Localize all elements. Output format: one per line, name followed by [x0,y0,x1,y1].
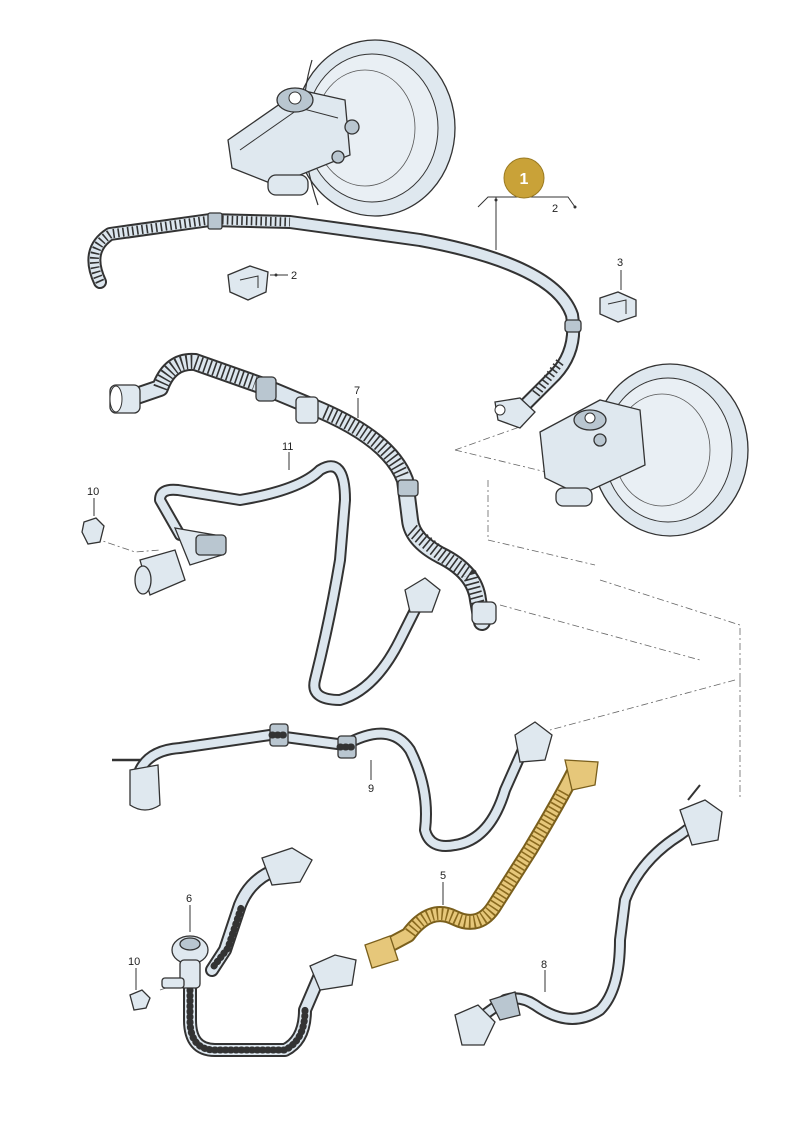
hose-clip-part-3 [599,270,637,323]
callout-part-10-top: 10 [87,486,99,498]
callout-part-10-bottom: 10 [128,956,140,968]
connector-part-10-bottom [129,968,151,1011]
connector-part-10-top [81,498,105,545]
hose-part-7 [109,352,497,631]
callout-part-8: 8 [541,959,547,971]
highlight-badge: 1 [503,157,545,199]
callout-part-5: 5 [440,870,446,882]
callout-part-3: 3 [617,257,623,269]
callout-clip-ref: 2 [291,270,297,282]
callout-part-6: 6 [186,893,192,905]
brake-booster-top [227,39,456,217]
callout-top-ref: 2 [552,203,558,215]
brake-booster-lower [539,363,749,537]
callout-part-7: 7 [354,385,360,397]
hose-part-8 [454,784,723,1046]
hose-part-11 [134,452,441,706]
hose-part-6 [161,847,357,1057]
callout-part-11: 11 [282,441,293,453]
hose-part-9 [112,721,553,852]
reference-marker [477,196,577,250]
highlight-badge-label: 1 [520,171,529,188]
hose-clip-part-2 [227,265,288,301]
upper-vacuum-hose [87,212,582,429]
callout-part-9: 9 [368,783,374,795]
highlighted-hose-part-5 [364,759,599,969]
